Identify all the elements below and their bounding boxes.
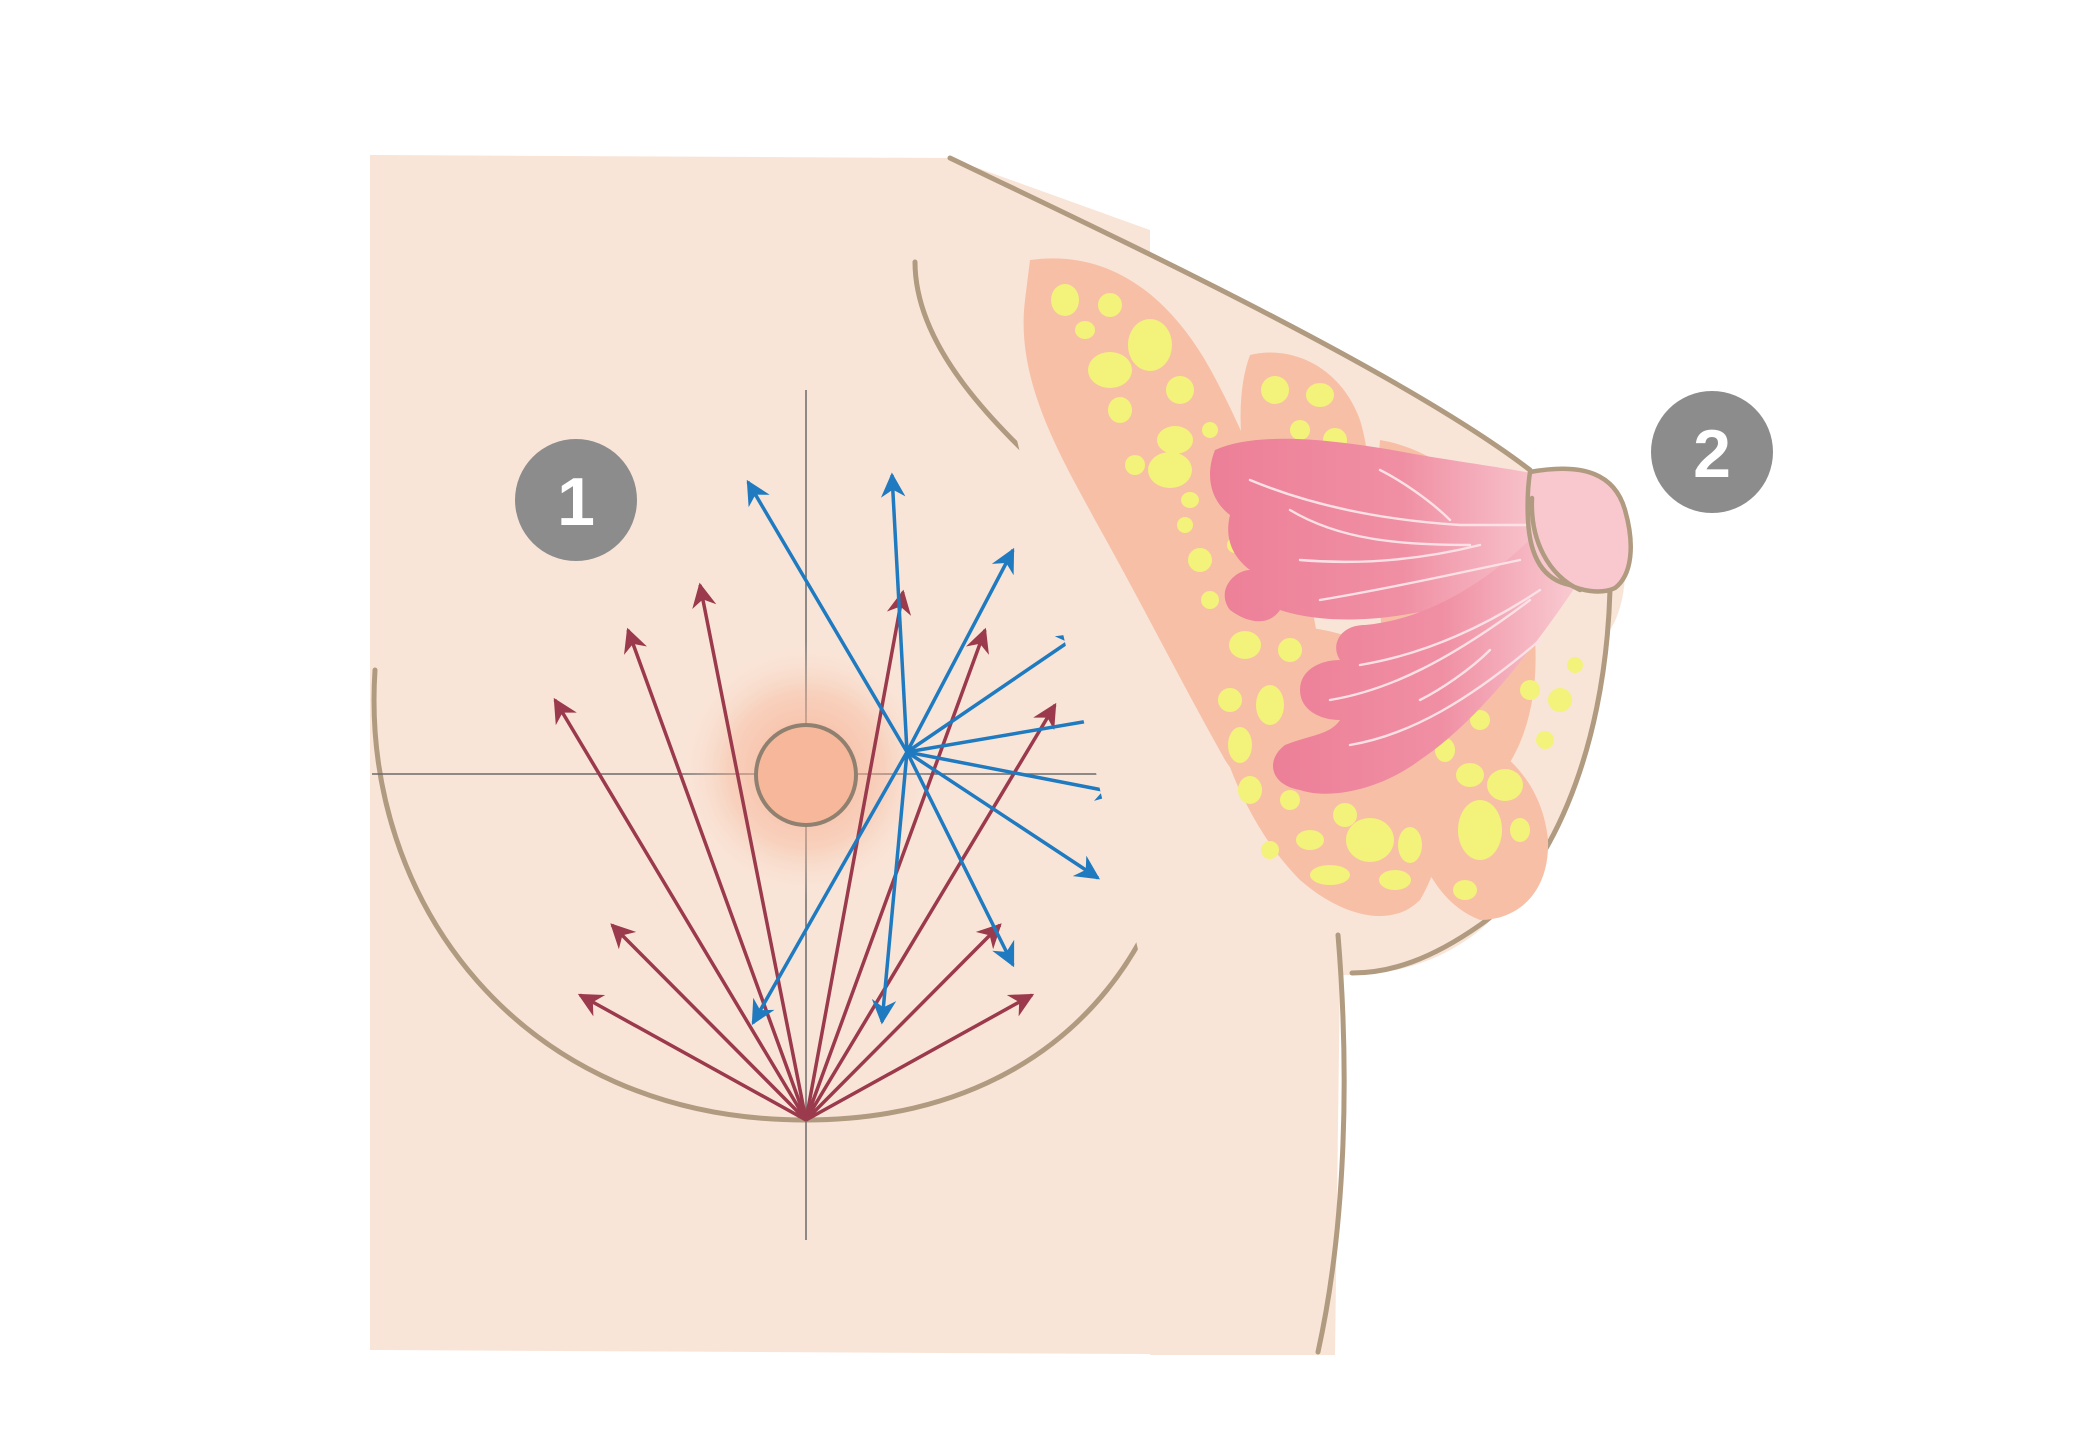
milk-duct-upper <box>1210 438 1560 622</box>
fat-blob-13 <box>1177 517 1193 533</box>
fat-blob-23 <box>1238 776 1262 804</box>
fat-blob-34 <box>1290 420 1310 440</box>
fat-blob-47 <box>1453 880 1477 900</box>
fat-blob-3 <box>1128 319 1172 371</box>
fat-blob-40 <box>1487 769 1523 801</box>
fat-blob-39 <box>1456 763 1484 787</box>
fat-blob-2 <box>1098 293 1122 317</box>
side-back-outline <box>1315 932 1347 1355</box>
fat-blob-19 <box>1218 688 1242 712</box>
fat-blob-44 <box>1548 688 1572 712</box>
fat-blob-30 <box>1398 827 1422 863</box>
fat-blob-9 <box>1125 455 1145 475</box>
fat-blob-41 <box>1458 800 1502 860</box>
side-view: 2 <box>947 155 1773 1355</box>
fat-blob-32 <box>1261 376 1289 404</box>
fat-blob-28 <box>1346 818 1394 862</box>
red-arrow-7 <box>610 923 808 1122</box>
radial-blue-arrows-icon <box>746 472 1121 1026</box>
fat-blob-42 <box>1510 818 1530 842</box>
fat-blob-33 <box>1306 383 1334 407</box>
fat-blob-11 <box>1148 452 1192 488</box>
fat-blob-27 <box>1333 803 1357 827</box>
duct-veins <box>1248 468 1542 747</box>
side-breast-outline <box>947 155 1533 473</box>
fat-blob-45 <box>1536 731 1554 749</box>
fat-blob-29 <box>1310 865 1350 885</box>
blue-arrow-7 <box>906 750 1101 880</box>
blue-arrow-4 <box>906 632 1083 754</box>
fat-blob-1 <box>1051 284 1079 316</box>
side-nipple <box>1525 466 1633 594</box>
fat-blob-16 <box>1201 591 1219 609</box>
blue-arrow-2 <box>880 472 909 753</box>
red-arrow-9 <box>804 923 1002 1122</box>
red-arrow-2 <box>624 627 808 1121</box>
red-arrow-1 <box>553 697 808 1121</box>
badge-side-view: 2 <box>1651 391 1773 513</box>
red-arrow-8 <box>577 993 807 1122</box>
badge-2-label: 2 <box>1693 416 1731 492</box>
fat-blob-18 <box>1278 638 1302 662</box>
badge-1-label: 1 <box>557 464 595 540</box>
red-arrow-3 <box>692 582 808 1121</box>
blue-arrow-5 <box>906 707 1121 754</box>
fat-blob-7 <box>1108 397 1132 423</box>
fat-blob-21 <box>1228 727 1252 763</box>
fat-blob-12 <box>1181 492 1199 508</box>
fat-blob-25 <box>1296 830 1324 850</box>
milk-duct-lower <box>1273 530 1580 794</box>
fat-blob-46 <box>1567 657 1583 673</box>
red-arrow-4 <box>804 589 912 1121</box>
blue-arrow-6 <box>906 750 1121 801</box>
blue-arrow-3 <box>905 547 1015 753</box>
fat-blob-14 <box>1188 548 1212 572</box>
nipple-circle <box>754 723 858 827</box>
red-arrow-10 <box>805 993 1035 1122</box>
fat-blob-37 <box>1470 710 1490 730</box>
fat-blob-20 <box>1256 685 1284 725</box>
badge-front-view: 1 <box>515 439 637 561</box>
fat-blob-10 <box>1202 422 1218 438</box>
fat-blob-6 <box>1166 376 1194 404</box>
badge-2-circle <box>1651 391 1773 513</box>
fat-blob-5 <box>1088 352 1132 388</box>
fat-blob-26 <box>1261 841 1279 859</box>
fat-blob-4 <box>1075 321 1095 339</box>
fat-blob-31 <box>1379 870 1411 890</box>
blue-arrow-10 <box>751 751 909 1026</box>
fat-deposits <box>1051 284 1583 900</box>
fat-blob-17 <box>1229 631 1261 659</box>
fat-blob-8 <box>1157 426 1193 454</box>
blue-arrow-8 <box>905 751 1015 968</box>
blue-arrow-9 <box>871 751 909 1025</box>
blue-arrow-1 <box>746 479 909 753</box>
fat-blob-24 <box>1280 790 1300 810</box>
badge-1-circle <box>515 439 637 561</box>
side-nipple-curve <box>1529 495 1583 593</box>
fat-blob-43 <box>1520 680 1540 700</box>
